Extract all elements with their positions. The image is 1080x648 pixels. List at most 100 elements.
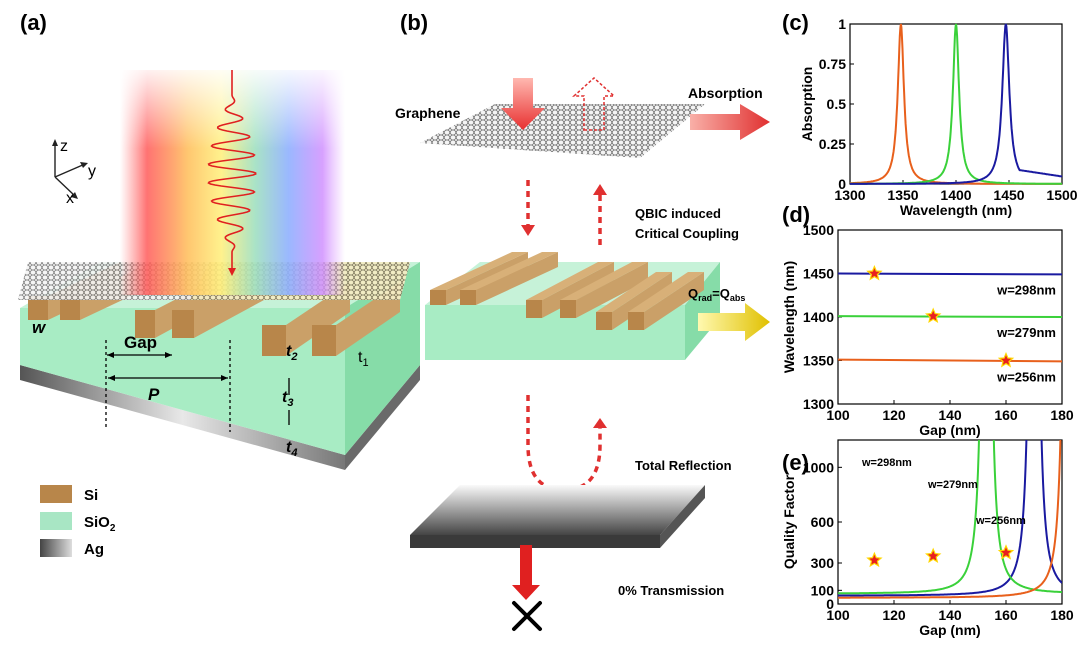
q-balance-label: Qrad=Qabs — [688, 286, 745, 303]
coordinate-axes — [54, 143, 86, 197]
x-axis-label: Gap (nm) — [919, 622, 980, 638]
transmission-arrow — [512, 545, 540, 600]
label-t1: t1 — [358, 349, 369, 369]
x-tick-label: 180 — [1050, 407, 1074, 423]
transmission-label: 0% Transmission — [618, 583, 724, 598]
y-tick-label: 0.75 — [819, 56, 846, 72]
panel-d-label: (d) — [782, 202, 810, 227]
y-tick-label: 100 — [811, 582, 835, 598]
x-tick-label: 180 — [1050, 607, 1074, 623]
critical-point-star-icon — [866, 551, 883, 568]
series-label: w=279nm — [927, 479, 978, 491]
y-tick-label: 1350 — [803, 353, 834, 369]
y-tick-label: 1450 — [803, 266, 834, 282]
quality-series-1 — [838, 440, 1062, 595]
y-tick-label: 1000 — [803, 459, 834, 475]
panel-b-label: (b) — [400, 10, 428, 35]
qbic-label-1: QBIC induced — [635, 206, 721, 221]
x-axis-label: Wavelength (nm) — [900, 202, 1012, 218]
critical-point-star-icon — [997, 351, 1015, 368]
y-tick-label: 600 — [811, 514, 835, 530]
dimension-lines — [105, 340, 290, 432]
label-w: w — [32, 318, 47, 337]
x-tick-label: 100 — [826, 407, 850, 423]
ag-mirror-top — [410, 485, 705, 535]
y-tick-label: 0.25 — [819, 136, 846, 152]
ag-layer-right — [345, 365, 420, 470]
plot-frame — [849, 23, 1063, 185]
axis-y-label: y — [88, 163, 96, 180]
chart-absorption: 1300 1350 1400 1450 1500 0 0.25 0.5 0.75 1Wavelen… — [799, 16, 1078, 218]
qbic-label-2: Critical Coupling — [635, 226, 739, 241]
critical-point-star-icon — [997, 544, 1015, 560]
x-axis-label: Gap (nm) — [919, 422, 980, 438]
x-tick-label: 140 — [938, 607, 962, 623]
y-tick-label: 0 — [838, 176, 846, 192]
y-axis-label: Wavelength (nm) — [781, 261, 797, 373]
panel-b: (b) Graphene Absorption QBIC induced Cri… — [395, 10, 770, 631]
legend-sio2-swatch — [40, 512, 72, 530]
label-p: P — [148, 385, 160, 404]
label-t4: t4 — [286, 439, 297, 459]
legend-ag-label: Ag — [84, 541, 104, 558]
x-tick-label: 100 — [826, 607, 850, 623]
x-tick-label: 1400 — [940, 187, 971, 203]
y-tick-label: 1300 — [803, 396, 834, 412]
quality-series-0 — [838, 440, 1062, 597]
y-tick-label: 300 — [811, 555, 835, 571]
x-tick-label: 1350 — [887, 187, 918, 203]
x-tick-label: 140 — [938, 407, 962, 423]
series-label: w=279nm — [996, 325, 1056, 340]
panel-e-label: (e) — [782, 450, 809, 475]
grating-right — [685, 262, 720, 360]
absorption-arrow — [690, 104, 770, 140]
grating-bars — [430, 252, 704, 330]
x-tick-label: 1450 — [993, 187, 1024, 203]
q-arrow — [698, 303, 770, 341]
reflected-arrow-outline — [572, 76, 616, 131]
absorption-series-2 — [850, 23, 1063, 185]
coupling-arrows — [526, 180, 602, 245]
absorption-series-0 — [849, 23, 1062, 185]
wavelength-series-1 — [837, 315, 1063, 318]
y-axis-label: Quality Factor — [781, 474, 797, 569]
material-legend: Si SiO2 Ag — [40, 485, 116, 558]
wave-arrowhead — [228, 268, 236, 276]
axis-z-label: z — [60, 138, 68, 155]
total-reflection-label: Total Reflection — [635, 458, 732, 473]
ag-mirror-right — [660, 485, 705, 548]
critical-point-star-icon — [924, 547, 942, 564]
x-tick-label: 120 — [882, 607, 906, 623]
y-tick-label: 0 — [826, 596, 834, 612]
absorption-label: Absorption — [688, 85, 763, 101]
wavelength-series-2 — [837, 358, 1063, 363]
y-axis-label: Absorption — [799, 67, 815, 142]
ag-mirror-front — [410, 535, 660, 548]
incident-arrow — [501, 78, 545, 130]
ag-layer-front — [20, 365, 345, 470]
series-label: w=256nm — [996, 369, 1056, 384]
critical-point-star-icon — [924, 307, 942, 324]
total-reflection-arrow — [526, 395, 602, 492]
wave-icon — [207, 70, 257, 268]
absorption-series-1 — [850, 23, 1062, 185]
y-tick-label: 1 — [838, 16, 846, 32]
blocked-x-icon — [512, 601, 542, 631]
y-tick-label: 0.5 — [827, 96, 847, 112]
x-tick-label: 160 — [994, 607, 1018, 623]
x-tick-label: 1300 — [834, 187, 865, 203]
panel-c-label: (c) — [782, 10, 809, 35]
series-label: w=298nm — [996, 282, 1056, 297]
x-tick-label: 120 — [882, 407, 906, 423]
series-label: w=298nm — [861, 457, 912, 469]
label-t3: t3 — [282, 389, 293, 409]
label-gap: Gap — [124, 333, 157, 352]
x-tick-label: 1500 — [1046, 187, 1077, 203]
quality-factor-curves — [838, 440, 1062, 599]
legend-sio2-label: SiO2 — [84, 514, 116, 534]
y-tick-label: 1400 — [803, 309, 834, 325]
graphene-sheet-b — [420, 104, 705, 158]
quality-series-2 — [838, 440, 1062, 599]
